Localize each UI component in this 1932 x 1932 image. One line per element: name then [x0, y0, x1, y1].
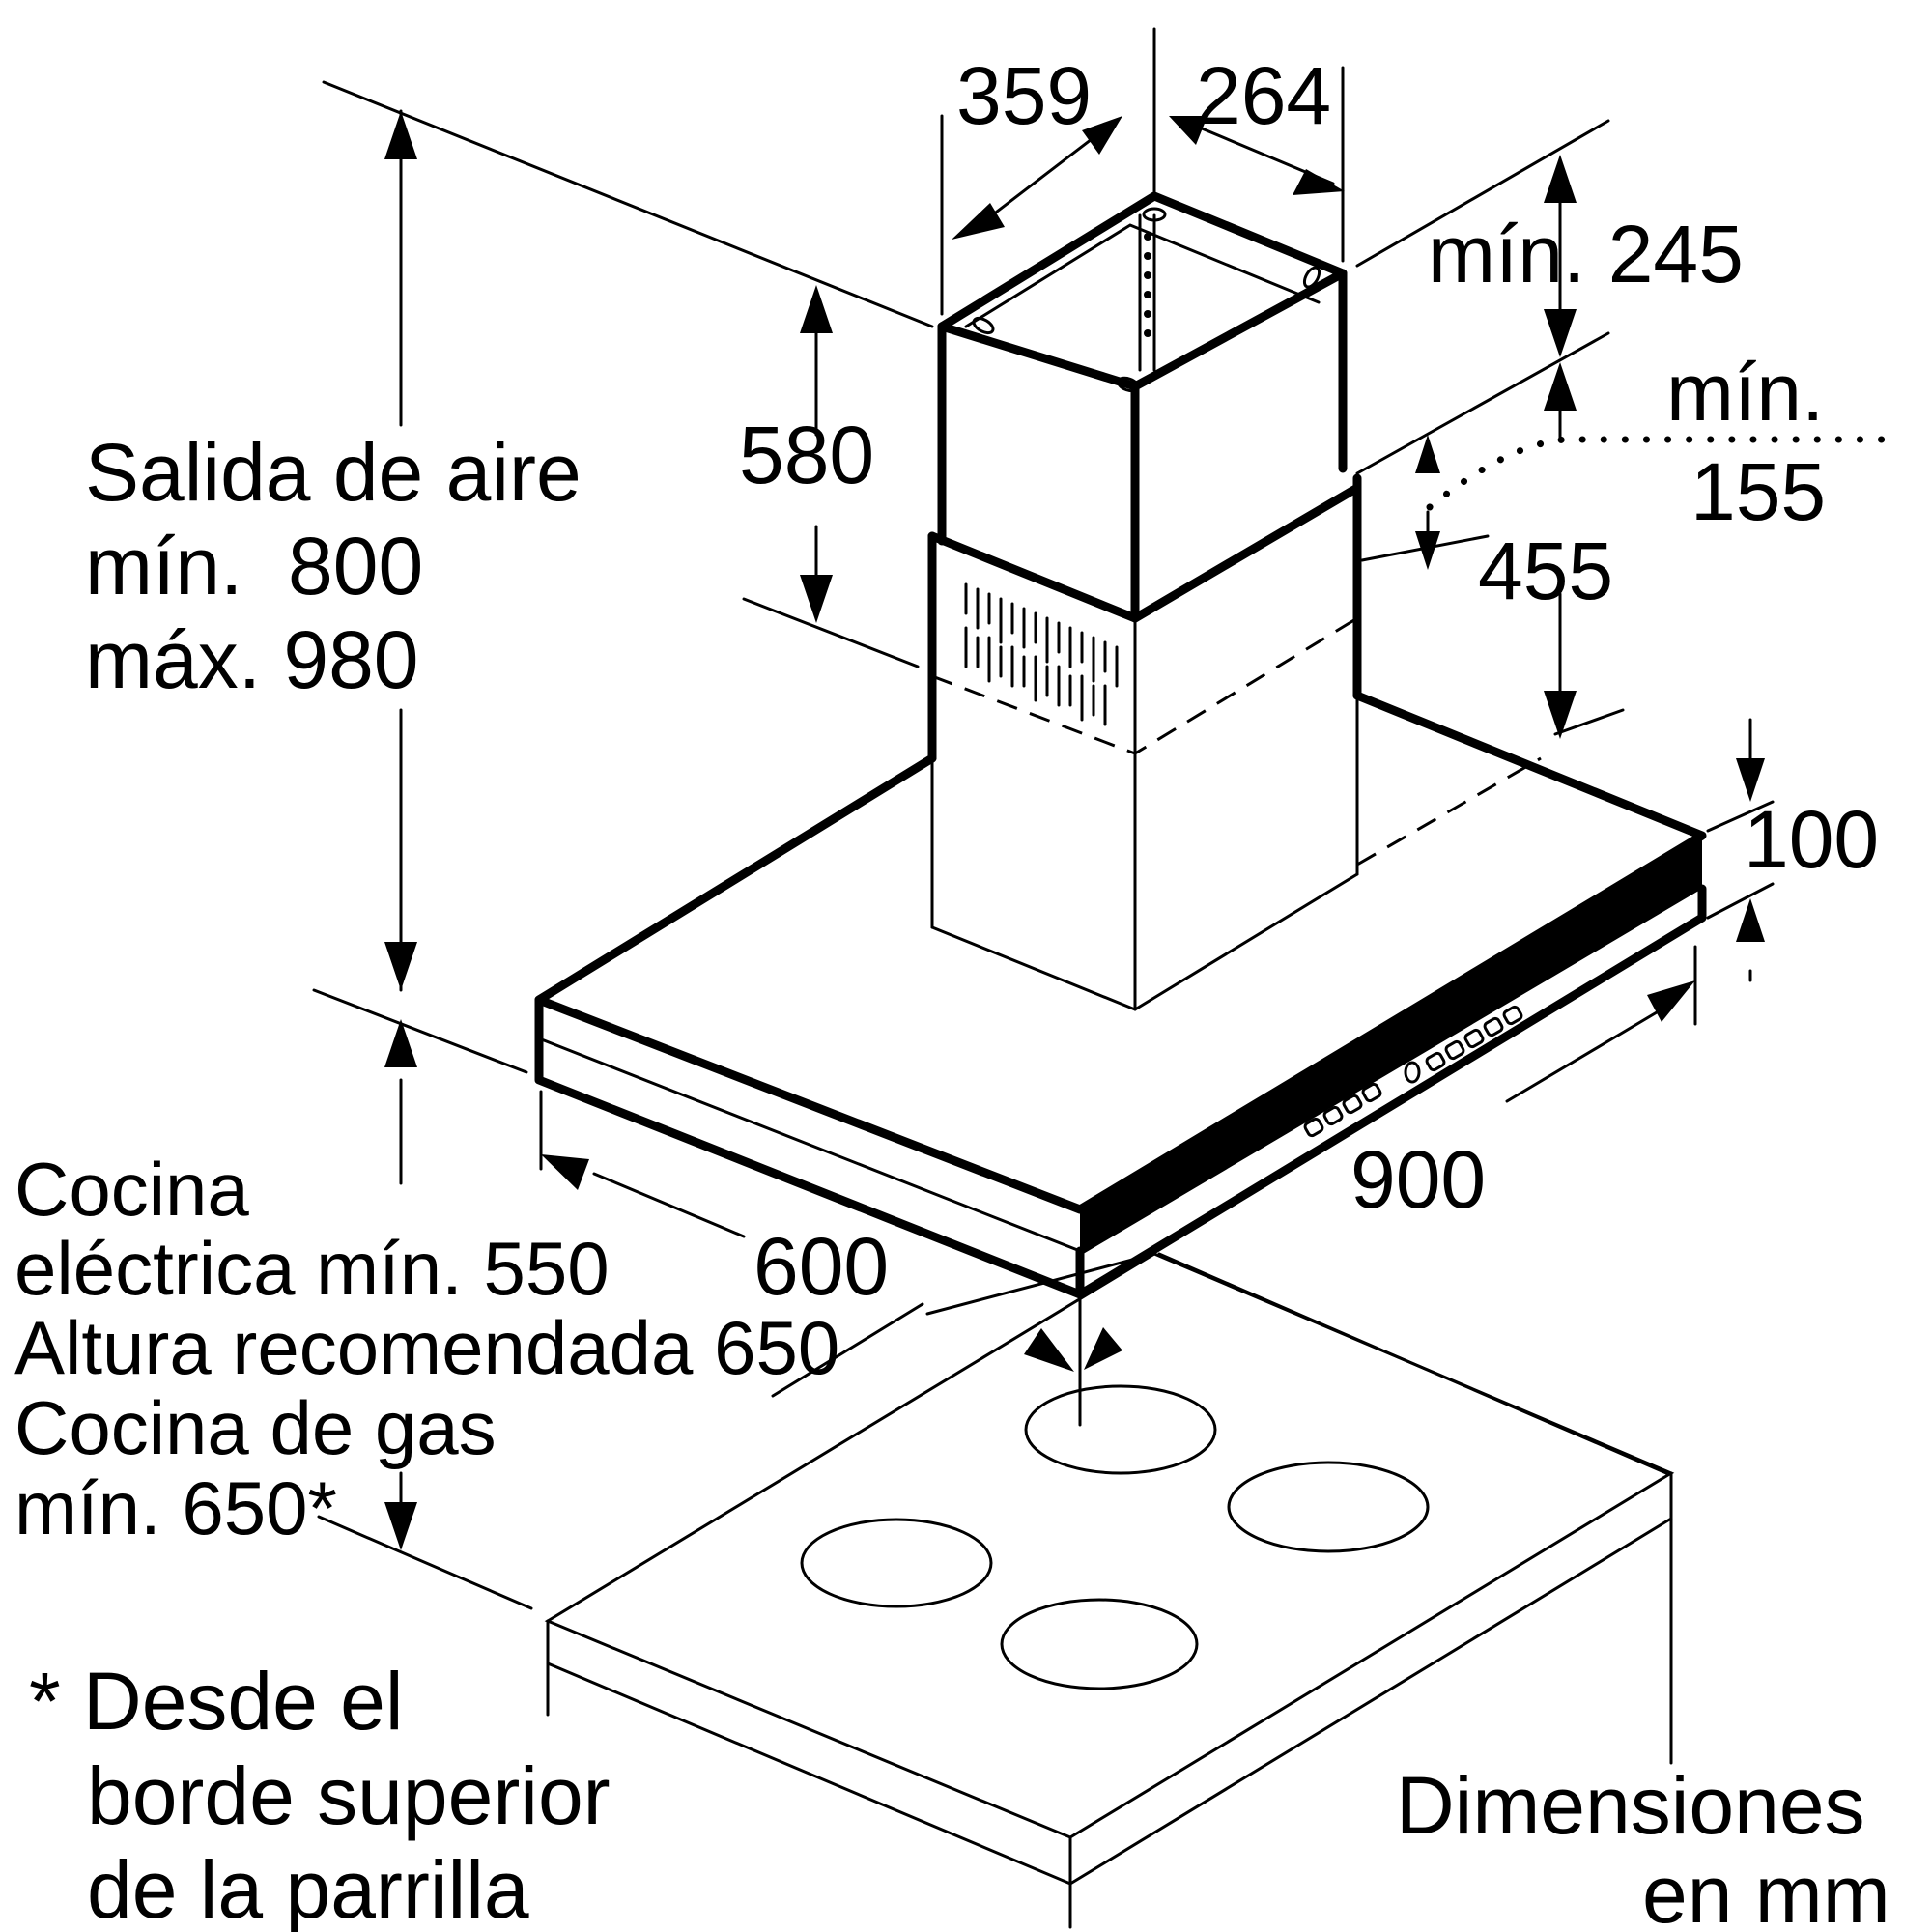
hood-canopy — [534, 691, 1707, 1299]
footnote-line3: de la parrilla — [87, 1844, 529, 1932]
dimension-labels: 359 264 580 mín. 245 mín. 155 455 100 90… — [739, 50, 1879, 1312]
dim-264: 264 — [1196, 50, 1331, 141]
dim-100: 100 — [1744, 794, 1879, 885]
dim-600: 600 — [753, 1221, 889, 1312]
dim-min-155-line1: mín. — [1666, 347, 1824, 438]
mounting-holes — [972, 207, 1321, 393]
cooktop-note-line4: Cocina de gas — [14, 1385, 497, 1470]
burner — [800, 1518, 993, 1608]
upper-chimney — [937, 191, 1348, 623]
dotted-clearance-line — [1426, 436, 1888, 511]
cooktop-note-line5: mín. 650* — [14, 1465, 337, 1550]
control-buttons — [1303, 1005, 1523, 1138]
units-line2: en mm — [1642, 1849, 1890, 1932]
ventilation-grille — [964, 582, 1119, 726]
arrowheads — [384, 111, 1765, 1550]
cooktop-note-line2: eléctrica mín. 550 — [14, 1226, 610, 1311]
cooktop-note-line1: Cocina — [14, 1147, 249, 1232]
burner — [1227, 1461, 1430, 1553]
units-line1: Dimensiones — [1396, 1760, 1865, 1851]
cooktop — [544, 1252, 1675, 1929]
lower-chimney — [927, 473, 1362, 1011]
dim-min-245: mín. 245 — [1428, 209, 1744, 299]
air-outlet-line1: Salida de aire — [85, 427, 582, 518]
dim-580: 580 — [739, 410, 874, 500]
dim-min-155-line2: 155 — [1690, 446, 1826, 537]
footnote-line2: borde superior — [87, 1750, 611, 1841]
cooktop-note-line3: Altura recomendada 650 — [14, 1305, 839, 1390]
dimension-lines — [312, 27, 1775, 1610]
burner — [1024, 1384, 1217, 1475]
footnote-line1: * Desde el — [29, 1656, 404, 1747]
air-outlet-line3: máx. 980 — [85, 614, 419, 705]
footnote: * Desde el borde superior de la parrilla — [29, 1656, 611, 1932]
burner — [1000, 1598, 1199, 1690]
control-strip — [1080, 836, 1702, 1256]
air-outlet-line2: mín. 800 — [85, 521, 423, 611]
dim-359: 359 — [956, 50, 1092, 141]
dim-900: 900 — [1350, 1134, 1486, 1225]
air-outlet-label: Salida de aire mín. 800 máx. 980 — [85, 427, 582, 705]
cooktop-height-note: Cocina eléctrica mín. 550 Altura recomen… — [14, 1147, 839, 1550]
dim-455: 455 — [1478, 526, 1613, 616]
units-note: Dimensiones en mm — [1396, 1760, 1890, 1932]
